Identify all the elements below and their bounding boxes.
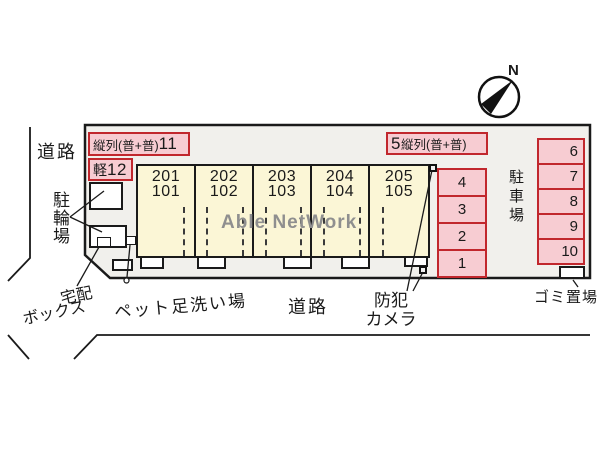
- parking-space-number: 2: [457, 228, 467, 245]
- building-unit-5: 205 105: [370, 166, 428, 256]
- pet-wash-marker: [123, 277, 130, 284]
- room-number-upper: 204: [325, 168, 355, 185]
- watermark: Able NetWork: [221, 212, 358, 233]
- tag-tandem-5-number: 5: [391, 133, 401, 153]
- parking-space-number: 6: [569, 143, 578, 160]
- parking-space-7: 7: [537, 163, 585, 190]
- tag-kei-number: 12: [107, 159, 127, 179]
- room-number-upper: 202: [209, 168, 239, 185]
- room-number-upper: 201: [151, 168, 181, 185]
- room-number-upper: 203: [267, 168, 297, 185]
- leader-camera-bottom: [412, 271, 424, 292]
- building-unit-1: 201 101: [138, 166, 196, 256]
- building-unit-2: 202 102: [196, 166, 254, 256]
- security-camera-icon: [419, 266, 427, 274]
- parking-lot-label: 駐車場: [507, 169, 524, 226]
- room-number-lower: 105: [384, 183, 414, 200]
- balcony-partition: [359, 207, 361, 256]
- parking-space-1: 1: [437, 249, 487, 278]
- balcony-partition: [382, 207, 384, 256]
- balcony-partition: [242, 207, 244, 256]
- delivery-box-rect: [97, 237, 111, 247]
- parking-space-9: 9: [537, 213, 585, 240]
- road-label-bottom: 道路: [288, 297, 328, 317]
- parking-space-number: 9: [569, 218, 578, 235]
- building-unit-4: 204 104: [312, 166, 370, 256]
- compass-circle: [477, 75, 521, 119]
- road-edge-bottom-left: [7, 334, 30, 360]
- tag-tandem-5-suffix: 縦列(普+普): [400, 138, 467, 152]
- entrance-step: [112, 259, 133, 271]
- balcony-partition: [300, 207, 302, 256]
- room-number-lower: 103: [267, 183, 297, 200]
- balcony-partition: [265, 207, 267, 256]
- tag-tandem-11-number: 11: [158, 134, 178, 153]
- parking-space-3: 3: [437, 195, 487, 224]
- compass-needle-icon: [481, 80, 513, 114]
- security-camera-label-line1: 防犯: [374, 291, 408, 310]
- tag-kei-prefix: 軽: [93, 161, 107, 178]
- parking-space-number: 4: [457, 174, 467, 191]
- pet-wash-rect: [126, 236, 136, 245]
- road-edge-bottom: [73, 334, 590, 360]
- garbage-area-label: ゴミ置場: [534, 289, 599, 306]
- parking-space-number: 3: [457, 201, 467, 218]
- parking-space-number: 1: [457, 255, 467, 272]
- room-number-lower: 102: [209, 183, 239, 200]
- parking-space-2: 2: [437, 222, 487, 251]
- north-label: N: [508, 62, 519, 79]
- tag-tandem-11-prefix: 縦列(普+普): [93, 138, 159, 153]
- parking-space-number: 8: [569, 193, 578, 210]
- road-label-left: 道路: [37, 142, 77, 162]
- building-unit-3: 203 103: [254, 166, 312, 256]
- parking-space-10: 10: [537, 238, 585, 265]
- parking-space-6: 6: [537, 138, 585, 165]
- road-edge-left: [7, 127, 31, 282]
- balcony-partition: [323, 207, 325, 256]
- security-camera-label: 防犯 カメラ: [356, 291, 426, 329]
- parking-space-number: 10: [561, 243, 578, 260]
- room-number-lower: 104: [325, 183, 355, 200]
- apartment-building: 201 101 202 102 203 103 204 104 205 105: [136, 164, 430, 258]
- garbage-area-rect: [559, 266, 585, 279]
- room-number-upper: 205: [384, 168, 414, 185]
- parking-space-number: 7: [569, 168, 578, 185]
- pet-wash-label: ペット足洗い場: [113, 291, 248, 322]
- bicycle-parking-rect: [89, 182, 123, 210]
- parking-space-8: 8: [537, 188, 585, 215]
- bicycle-parking-label: 駐輪場: [50, 191, 69, 245]
- parking-space-4: 4: [437, 168, 487, 197]
- balcony-partition: [206, 207, 208, 256]
- room-number-lower: 101: [151, 183, 181, 200]
- tag-tandem-11: 縦列(普+普)11: [88, 132, 190, 156]
- security-camera-label-line2: カメラ: [365, 310, 417, 329]
- delivery-box-label-line2: ボックス: [21, 298, 88, 329]
- balcony-partition: [183, 207, 185, 256]
- security-camera-icon: [429, 164, 437, 172]
